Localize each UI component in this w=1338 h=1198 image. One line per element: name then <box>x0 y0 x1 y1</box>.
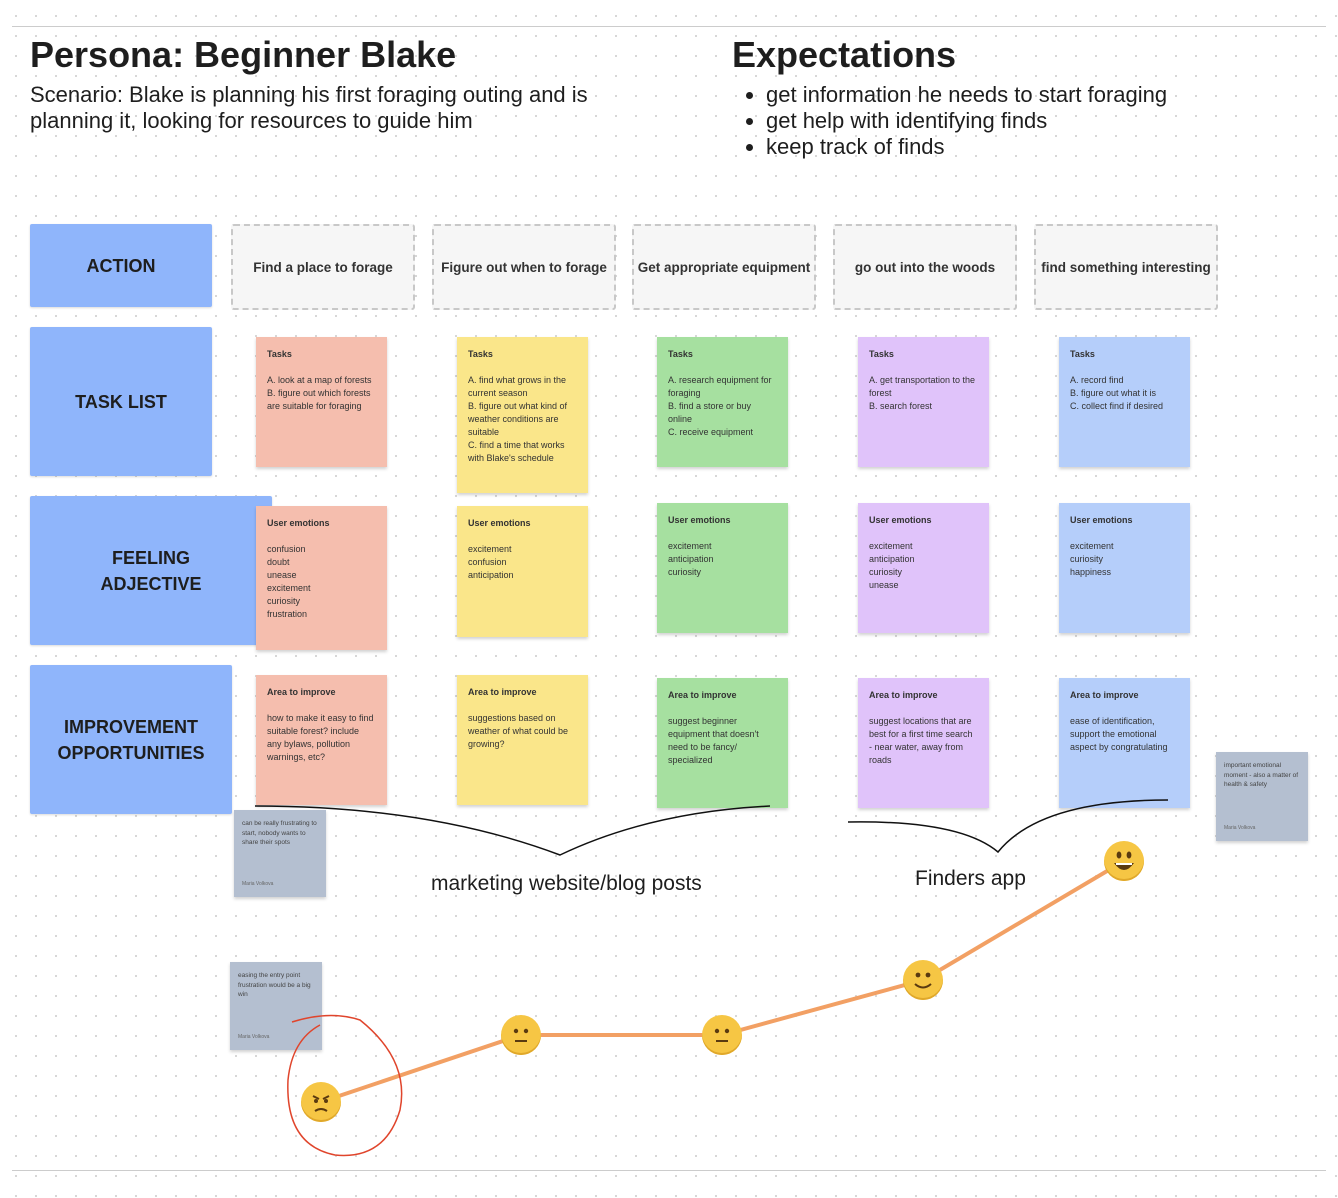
note-title: Area to improve <box>1070 690 1139 700</box>
note-body: suggest locations that are best for a fi… <box>869 716 973 765</box>
action-card[interactable]: find something interesting <box>1034 224 1218 310</box>
note-title: Area to improve <box>668 690 737 700</box>
emotion-curve <box>320 859 1126 1104</box>
group-label-app: Finders app <box>915 867 1026 890</box>
note-body: excitement curiosity happiness <box>1070 541 1114 577</box>
divider <box>12 26 1326 27</box>
note-body: excitement anticipation curiosity <box>668 541 714 577</box>
persona-title: Persona: Beginner Blake <box>30 34 457 75</box>
emotions-sticky-note[interactable]: User emotions excitement curiosity happin… <box>1059 503 1190 633</box>
row-label-action: ACTION <box>30 224 212 307</box>
expectations-title: Expectations <box>732 34 957 75</box>
note-body: excitement anticipation curiosity unease <box>869 541 915 590</box>
comment-note[interactable]: can be really frustrating to start, nobo… <box>234 810 326 897</box>
note-title: Tasks <box>267 349 292 359</box>
note-title: Area to improve <box>869 690 938 700</box>
comment-author: Maria Volkova <box>238 1033 270 1040</box>
brace-app <box>847 799 1169 854</box>
tasks-sticky-note[interactable]: Tasks A. record find B. figure out what i… <box>1059 337 1190 467</box>
row-label-improvement: IMPROVEMENT OPPORTUNITIES <box>30 665 232 814</box>
note-body: A. research equipment for foraging B. fi… <box>668 375 772 437</box>
expectation-item: keep track of finds <box>766 134 1167 160</box>
neutral-face-icon <box>501 1015 541 1055</box>
note-body: suggest beginner equipment that doesn't … <box>668 716 759 765</box>
brace-marketing <box>254 805 771 856</box>
improve-sticky-note[interactable]: Area to improve ease of identification, s… <box>1059 678 1190 808</box>
note-title: User emotions <box>668 515 731 525</box>
note-title: Tasks <box>468 349 493 359</box>
action-card[interactable]: Find a place to forage <box>231 224 415 310</box>
note-title: User emotions <box>1070 515 1133 525</box>
row-label-feeling: FEELING ADJECTIVE <box>30 496 272 645</box>
emotions-sticky-note[interactable]: User emotions excitement anticipation cur… <box>858 503 989 633</box>
note-body: confusion doubt unease excitement curios… <box>267 544 311 619</box>
note-title: Tasks <box>668 349 693 359</box>
grinning-face-icon <box>1104 841 1144 881</box>
tasks-sticky-note[interactable]: Tasks A. find what grows in the current s… <box>457 337 588 493</box>
neutral-face-icon <box>702 1015 742 1055</box>
row-label-task-list: TASK LIST <box>30 327 212 476</box>
comment-text: can be really frustrating to start, nobo… <box>242 820 317 846</box>
comment-author: Maria Volkova <box>242 880 274 887</box>
divider <box>12 1170 1326 1171</box>
action-card[interactable]: Get appropriate equipment <box>632 224 816 310</box>
note-body: A. get transportation to the forest B. s… <box>869 375 976 411</box>
note-body: A. look at a map of forests B. figure ou… <box>267 375 372 411</box>
improve-sticky-note[interactable]: Area to improve how to make it easy to fi… <box>256 675 387 805</box>
note-body: suggestions based on weather of what cou… <box>468 713 569 749</box>
tasks-sticky-note[interactable]: Tasks A. look at a map of forests B. figu… <box>256 337 387 467</box>
note-title: User emotions <box>869 515 932 525</box>
improve-sticky-note[interactable]: Area to improve suggestions based on weat… <box>457 675 588 805</box>
note-body: ease of identification, support the emot… <box>1070 716 1168 752</box>
note-body: excitement confusion anticipation <box>468 544 514 580</box>
expectation-item: get information he needs to start foragi… <box>766 82 1167 108</box>
note-body: A. find what grows in the current season… <box>468 375 568 463</box>
persona-section: Persona: Beginner Blake Scenario: Blake … <box>30 34 620 134</box>
note-title: Area to improve <box>468 687 537 697</box>
comment-note[interactable]: important emotional moment - also a matt… <box>1216 752 1308 841</box>
tasks-sticky-note[interactable]: Tasks A. research equipment for foraging … <box>657 337 788 467</box>
expectation-item: get help with identifying finds <box>766 108 1167 134</box>
action-card[interactable]: Figure out when to forage <box>432 224 616 310</box>
note-body: A. record find B. figure out what it is … <box>1070 375 1164 411</box>
comment-note[interactable]: easing the entry point frustration would… <box>230 962 322 1050</box>
expectations-section: Expectations get information he needs to… <box>732 34 1167 160</box>
note-title: Tasks <box>1070 349 1095 359</box>
note-title: User emotions <box>267 518 330 528</box>
action-card[interactable]: go out into the woods <box>833 224 1017 310</box>
emotions-sticky-note[interactable]: User emotions excitement anticipation cur… <box>657 503 788 633</box>
tasks-sticky-note[interactable]: Tasks A. get transportation to the forest… <box>858 337 989 467</box>
note-title: Area to improve <box>267 687 336 697</box>
note-title: User emotions <box>468 518 531 528</box>
improve-sticky-note[interactable]: Area to improve suggest locations that ar… <box>858 678 989 808</box>
emotions-sticky-note[interactable]: User emotions confusion doubt unease exci… <box>256 506 387 650</box>
comment-author: Maria Volkova <box>1224 824 1256 831</box>
highlight-circle <box>287 1014 403 1157</box>
note-title: Tasks <box>869 349 894 359</box>
emotions-sticky-note[interactable]: User emotions excitement confusion antici… <box>457 506 588 637</box>
comment-text: important emotional moment - also a matt… <box>1224 762 1299 788</box>
note-body: how to make it easy to find suitable for… <box>267 713 374 762</box>
improve-sticky-note[interactable]: Area to improve suggest beginner equipmen… <box>657 678 788 808</box>
comment-text: easing the entry point frustration would… <box>238 972 311 998</box>
smiling-face-icon <box>903 960 943 1000</box>
scenario-text: Scenario: Blake is planning his first fo… <box>30 82 588 133</box>
angry-face-icon <box>301 1082 341 1122</box>
group-label-marketing: marketing website/blog posts <box>431 872 702 895</box>
